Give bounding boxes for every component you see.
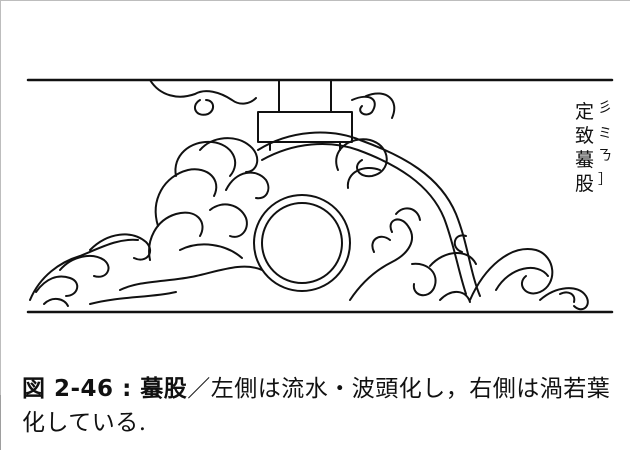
svg-text:ミ: ミ — [598, 126, 612, 142]
left-wave-crests — [29, 137, 270, 307]
central-roundel — [253, 194, 351, 292]
page-edge — [0, 395, 1, 450]
figure-caption: 図 2-46 : 蟇股／左側は流水・波頭化し，右側は渦若葉化している. — [22, 372, 618, 440]
upper-cloud-scroll — [149, 79, 396, 119]
side-inscription-seal: 定 致 蟇 股 彡 ミ ㄋ ］ — [575, 100, 612, 195]
bearing-block — [257, 79, 353, 151]
svg-text:］: ］ — [598, 172, 612, 188]
svg-text:致: 致 — [575, 125, 594, 147]
svg-text:股: 股 — [575, 173, 594, 195]
svg-text:蟇: 蟇 — [575, 149, 594, 171]
figure-number: 図 2-46 : — [22, 376, 141, 402]
figure-title: 蟇股 — [140, 375, 188, 402]
right-leaf-scrolls — [349, 207, 589, 311]
right-scroll-arm — [257, 131, 481, 297]
svg-text:定: 定 — [575, 101, 594, 123]
svg-text:彡: 彡 — [598, 100, 612, 116]
caption-text: ／左側は流水・波頭化し，右側は渦若葉化している. — [22, 376, 611, 436]
svg-text:ㄋ: ㄋ — [598, 148, 612, 164]
